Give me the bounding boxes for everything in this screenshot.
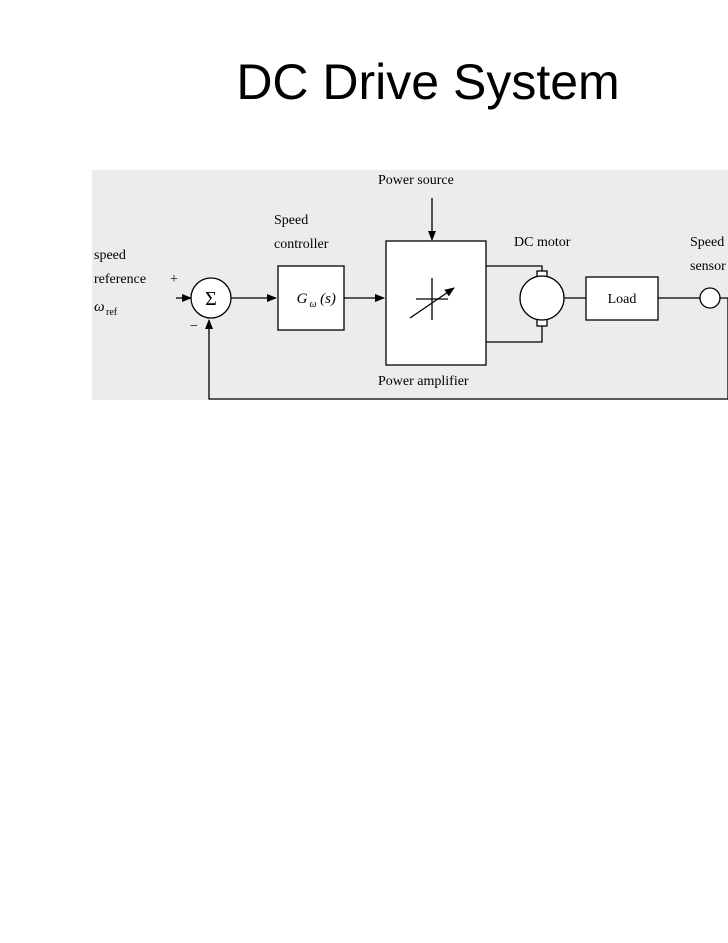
sensor-label-line2: sensor bbox=[690, 259, 726, 274]
minus-sign: − bbox=[190, 319, 198, 334]
motor-wire-top bbox=[486, 265, 543, 274]
plus-sign: + bbox=[170, 272, 178, 287]
motor-wire-bottom bbox=[486, 322, 543, 343]
feedback-path bbox=[205, 297, 728, 400]
power-amplifier-block bbox=[385, 240, 487, 366]
sensor-label-line1: Speed bbox=[690, 235, 724, 250]
sigma-symbol: Σ bbox=[205, 288, 217, 310]
diagram-canvas: speed reference + ω ref − Σ Speed contro… bbox=[94, 173, 728, 400]
load-block bbox=[585, 276, 659, 321]
dc-motor-label: DC motor bbox=[514, 235, 571, 250]
dc-drive-block-diagram: speed reference + ω ref − Σ Speed contro… bbox=[92, 170, 728, 400]
slide-title: DC Drive System bbox=[236, 54, 620, 110]
controller-label-line1: Speed bbox=[274, 213, 308, 228]
dc-motor bbox=[519, 270, 565, 327]
controller-label-line2: controller bbox=[274, 237, 329, 252]
load-label: Load bbox=[608, 292, 637, 307]
omega-subscript: ref bbox=[106, 307, 118, 318]
omega-symbol: ω bbox=[94, 299, 105, 315]
tf-g: G bbox=[297, 291, 308, 307]
input-label-speed: speed bbox=[94, 248, 126, 263]
tf-argument: (s) bbox=[320, 291, 336, 307]
power-amplifier-label: Power amplifier bbox=[378, 374, 469, 389]
tf-subscript: ω bbox=[309, 299, 316, 310]
speed-controller-block bbox=[277, 265, 345, 331]
power-source-label: Power source bbox=[378, 173, 454, 188]
variable-converter-symbol bbox=[409, 278, 455, 320]
input-label-reference: reference bbox=[94, 272, 146, 287]
speed-sensor bbox=[699, 287, 721, 309]
